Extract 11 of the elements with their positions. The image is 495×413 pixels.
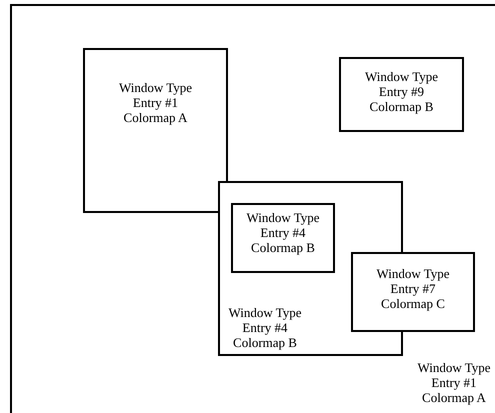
window-box — [231, 203, 335, 273]
window-box — [351, 252, 475, 332]
window-box — [339, 57, 464, 132]
window-label: Window Type Entry #1 Colormap A — [118, 80, 194, 125]
window-label: Window Type Entry #1 Colormap A — [416, 360, 492, 405]
window-box — [83, 48, 228, 213]
window-label: Window Type Entry #4 Colormap B — [245, 210, 321, 255]
window-label: Window Type Entry #4 Colormap B — [227, 305, 303, 350]
window-label: Window Type Entry #7 Colormap C — [375, 266, 451, 311]
window-label: Window Type Entry #9 Colormap B — [364, 69, 440, 114]
window-box — [10, 4, 495, 413]
